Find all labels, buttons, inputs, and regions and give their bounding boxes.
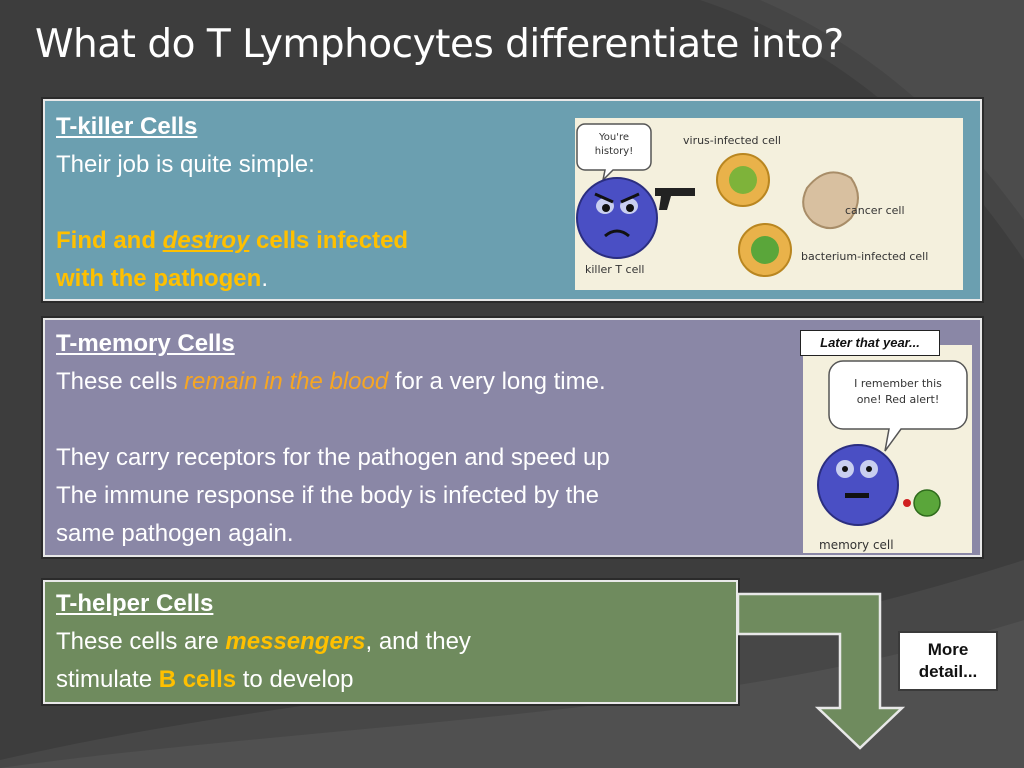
b-cells-word: B cells <box>158 666 237 693</box>
cancer-cell-label: cancer cell <box>845 204 905 217</box>
memory-cells-para2-line1: They carry receptors for the pathogen an… <box>56 444 610 471</box>
destroy-word: destroy <box>162 227 250 254</box>
down-arrow-icon <box>736 592 906 750</box>
helper-cells-panel <box>43 580 738 704</box>
memory-speech-line1: I remember this <box>854 377 942 390</box>
slide-title: What do T Lymphocytes differentiate into… <box>35 22 844 67</box>
memory-cells-heading: T-memory Cells <box>56 330 235 357</box>
memory-cells-text: T-memory Cells These cells remain in the… <box>56 325 610 553</box>
killer-cells-heading: T-killer Cells <box>56 113 198 140</box>
memory-cell-illustration: I remember this one! Red alert! memory c… <box>803 345 972 553</box>
memory-speech-line2: one! Red alert! <box>857 393 940 406</box>
killer-cells-text: T-killer Cells Their job is quite simple… <box>56 108 408 298</box>
memory-cell-label: memory cell <box>819 538 894 552</box>
killer-t-cell-illustration: You're history! killer T cell virus-infe… <box>575 118 963 290</box>
helper-cells-text: T-helper Cells These cells are messenger… <box>56 585 471 699</box>
memory-cells-para2-line3: same pathogen again. <box>56 520 294 547</box>
killer-t-cell-label: killer T cell <box>585 263 644 276</box>
killer-cells-line1: Their job is quite simple: <box>56 151 315 178</box>
remain-in-blood: remain in the blood <box>184 368 389 395</box>
helper-cells-heading: T-helper Cells <box>56 590 214 617</box>
killer-speech-line2: history! <box>595 146 633 157</box>
helper-cells-line1: These cells are messengers, and they <box>56 628 471 655</box>
killer-cells-emphasis-line2: with the pathogen. <box>56 265 268 292</box>
helper-cells-line2: stimulate B cells to develop <box>56 666 354 693</box>
more-detail-button[interactable]: More detail... <box>898 631 998 691</box>
later-that-year-caption: Later that year... <box>800 330 940 356</box>
messengers-word: messengers <box>225 628 366 655</box>
virus-cell-label: virus-infected cell <box>683 134 781 147</box>
memory-cells-line1: These cells remain in the blood for a ve… <box>56 368 606 395</box>
killer-cells-emphasis-line1: Find and destroy cells infected <box>56 227 409 254</box>
bacterium-cell-label: bacterium-infected cell <box>801 250 928 263</box>
killer-speech-line1: You're <box>598 132 629 143</box>
memory-cells-para2-line2: The immune response if the body is infec… <box>56 482 599 509</box>
